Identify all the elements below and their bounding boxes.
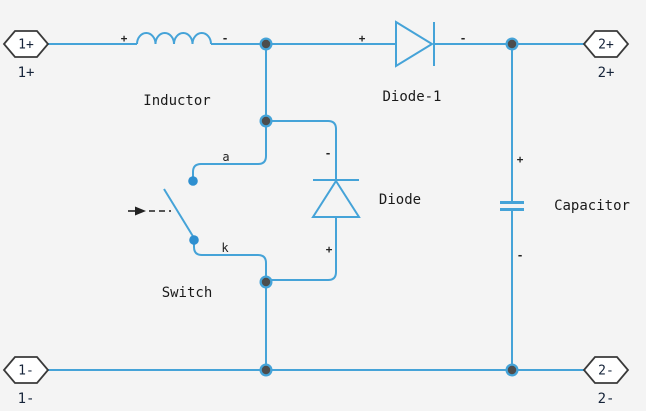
port-hexagon[interactable]	[2, 30, 50, 58]
inductor-minus-sign: -	[222, 32, 229, 45]
switch-terminal-k-label: k	[221, 241, 229, 255]
switch-component[interactable]: a k Switch	[128, 150, 230, 301]
switch-terminal-a-label: a	[222, 150, 229, 164]
capacitor-component[interactable]: + - Capacitor	[500, 153, 630, 262]
wire-mid-vertical-to-switch-a[interactable]	[192, 44, 267, 178]
inductor-label: Inductor	[143, 93, 210, 109]
diode-label: Diode	[379, 192, 421, 208]
diode-component[interactable]: - + Diode	[311, 147, 421, 256]
port-text: 1-	[18, 364, 34, 379]
port-hexagon[interactable]	[582, 30, 630, 58]
diode1-minus-sign: -	[460, 32, 467, 45]
port-label: 2-	[598, 391, 615, 407]
diode-minus-sign: -	[325, 147, 332, 160]
port-1-plus[interactable]: 1+ 1+	[2, 30, 50, 81]
capacitor-minus-sign: -	[517, 249, 524, 262]
junction-top-mid	[259, 37, 273, 51]
switch-blade[interactable]	[163, 188, 195, 239]
port-2-minus[interactable]: 2- 2-	[582, 356, 630, 407]
diode1-component[interactable]: + - Diode-1	[359, 20, 467, 105]
junction-mid-lower	[259, 275, 273, 289]
port-2-plus[interactable]: 2+ 2+	[582, 30, 630, 81]
port-text: 2-	[598, 364, 614, 379]
switch-terminal-a-dot[interactable]	[188, 176, 198, 186]
junction-bottom-right	[505, 363, 519, 377]
junction-dots	[259, 37, 519, 377]
junction-core	[261, 365, 271, 375]
diode-triangle	[311, 179, 361, 218]
junction-top-right	[505, 37, 519, 51]
wire-branch-to-diode-top[interactable]	[266, 120, 337, 180]
wires	[48, 43, 584, 371]
inductor-component[interactable]: + - Inductor	[121, 32, 229, 109]
wire-switch-k-branch[interactable]	[193, 243, 267, 370]
diode-plus-sign: +	[326, 243, 333, 256]
port-label: 1+	[18, 65, 35, 81]
capacitor-plus-sign: +	[517, 153, 524, 166]
wire-branch-diode-bottom[interactable]	[266, 217, 337, 281]
junction-core	[507, 39, 517, 49]
diode1-plus-sign: +	[359, 32, 366, 45]
port-hexagon[interactable]	[2, 356, 50, 384]
inductor-plus-sign: +	[121, 32, 128, 45]
junction-core	[261, 116, 271, 126]
inductor-coil-symbol	[136, 32, 212, 45]
junction-core	[261, 39, 271, 49]
capacitor-label: Capacitor	[554, 198, 630, 214]
port-1-minus[interactable]: 1- 1-	[2, 356, 50, 407]
port-text: 1+	[18, 38, 34, 53]
port-label: 2+	[598, 65, 615, 81]
junction-core	[507, 365, 517, 375]
port-label: 1-	[18, 391, 35, 407]
junction-core	[261, 277, 271, 287]
port-text: 2+	[598, 38, 614, 53]
diode1-triangle	[395, 20, 434, 68]
switch-control-arrow-icon	[135, 206, 146, 216]
switch-label: Switch	[162, 285, 213, 301]
diode1-label: Diode-1	[382, 89, 441, 105]
port-hexagon[interactable]	[582, 356, 630, 384]
switch-terminal-k-dot[interactable]	[189, 235, 199, 245]
junction-mid-upper	[259, 114, 273, 128]
junction-bottom-mid	[259, 363, 273, 377]
